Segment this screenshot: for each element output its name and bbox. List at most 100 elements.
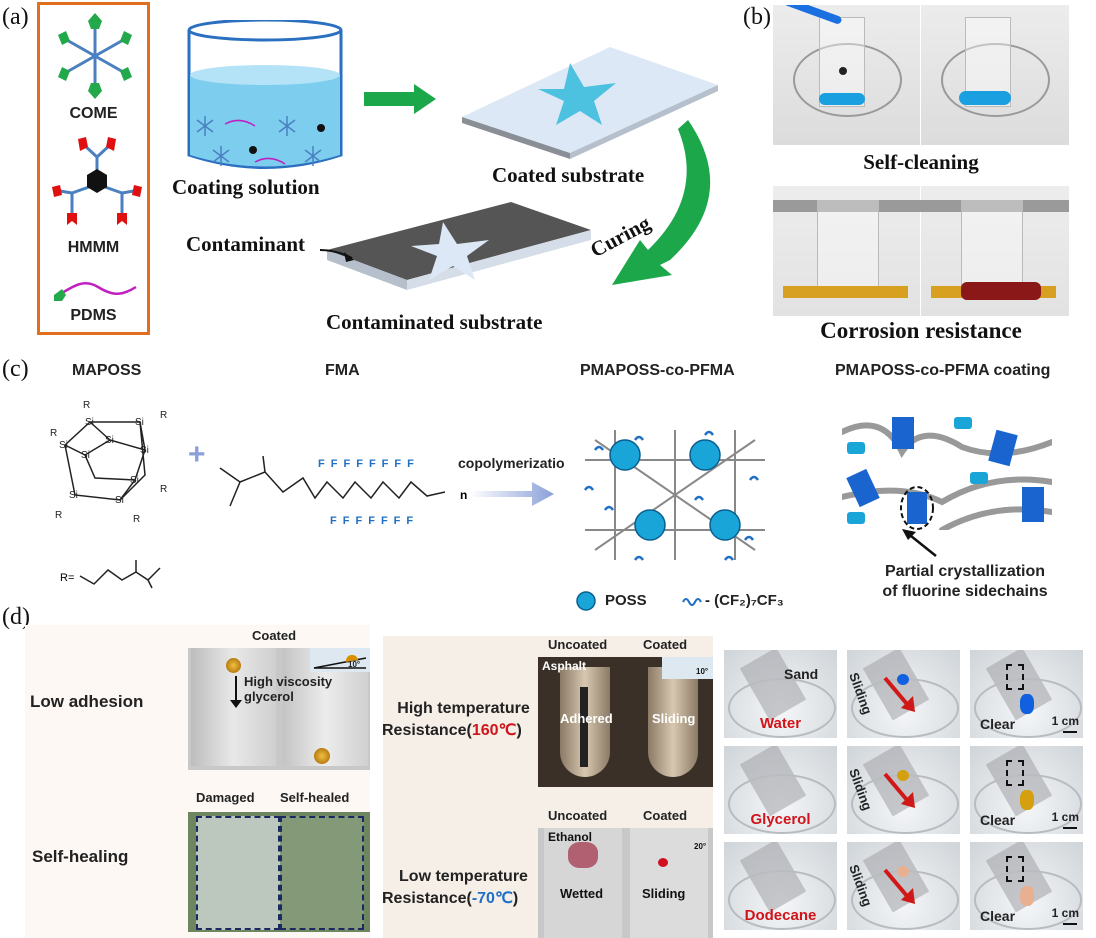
svg-text:Si: Si xyxy=(130,475,139,486)
high-temp-line2: Resistance(160℃) xyxy=(382,722,522,739)
svg-text:R: R xyxy=(55,510,62,521)
low-temp-photo: Ethanol Wetted Sliding 20° xyxy=(538,828,713,938)
grid-cell: Clear 1 cm xyxy=(970,842,1083,930)
cleared-area-box xyxy=(1006,664,1024,690)
high-viscosity-label: High viscosity xyxy=(244,674,333,689)
scale-bar-label: 1 cm xyxy=(1051,906,1079,920)
curing-arrow-icon xyxy=(612,120,711,285)
plus-icon: + xyxy=(188,438,206,471)
corrosion-resistance-photo xyxy=(773,186,1069,316)
fma-structure xyxy=(219,455,446,507)
fma-title: FMA xyxy=(325,362,360,379)
panel-c-label: (c) xyxy=(2,356,29,382)
liquid-drop xyxy=(1020,886,1034,906)
come-label: COME xyxy=(69,105,118,122)
clear-label: Clear xyxy=(980,908,1016,924)
liquid-drop xyxy=(1020,790,1034,810)
poss-legend-label: POSS xyxy=(605,592,647,609)
angle-10-label-high: 10° xyxy=(696,667,709,676)
scale-bar-label: 1 cm xyxy=(1051,810,1079,824)
sliding-arrow-icon xyxy=(883,772,915,808)
uncoated-label-high: Uncoated xyxy=(548,637,608,652)
grid-cell: Sliding xyxy=(847,746,960,834)
coated-substrate-label: Coated substrate xyxy=(492,163,645,187)
asphalt-label: Asphalt xyxy=(542,659,587,673)
coated-label-adhesion: Coated xyxy=(252,628,297,643)
liquid-drop xyxy=(897,770,909,781)
coating-solution-label: Coating solution xyxy=(172,175,320,199)
copolymerization-label: copolymerizatio xyxy=(458,455,565,471)
copolymer-title: PMAPOSS-co-PFMA xyxy=(580,362,735,379)
svg-text:Si: Si xyxy=(69,490,78,501)
fluorine-bottom-row: FFFFFFF xyxy=(330,515,420,527)
svg-text:R: R xyxy=(133,514,140,525)
fluoro-chain-legend-label: - (CF₂)₇CF₃ xyxy=(705,592,784,609)
uncoated-label-low: Uncoated xyxy=(548,808,608,823)
svg-text:R: R xyxy=(83,400,90,411)
coated-label-high: Coated xyxy=(643,637,688,652)
coated-substrate-plate xyxy=(462,47,718,159)
copolymer-network xyxy=(583,430,765,561)
angle-20-label: 20° xyxy=(694,842,707,851)
contaminated-substrate-label: Contaminated substrate xyxy=(326,310,543,334)
sand-label: Sand xyxy=(784,666,819,682)
crystallization-line2: of fluorine sidechains xyxy=(882,583,1048,600)
self-healing-label: Self-healing xyxy=(32,847,129,866)
svg-text:Si: Si xyxy=(115,495,124,506)
scale-bar xyxy=(1063,731,1077,733)
self-healing-photo xyxy=(188,812,370,932)
sliding-label-high: Sliding xyxy=(652,711,696,726)
svg-text:Si: Si xyxy=(135,417,144,428)
fluorine-top-row: FFFFFFFF xyxy=(318,458,420,470)
svg-text:R: R xyxy=(160,484,167,495)
crystallization-arrow-icon xyxy=(902,529,937,557)
scale-bar xyxy=(1063,827,1077,829)
low-adhesion-label: Low adhesion xyxy=(30,692,144,711)
angle-10-label: 10° xyxy=(348,660,361,669)
low-temp-value: -70℃ xyxy=(471,890,513,907)
sliding-label-low: Sliding xyxy=(642,886,686,901)
liquid-drop xyxy=(897,674,909,685)
grid-cell: Sliding xyxy=(847,842,960,930)
svg-text:Si: Si xyxy=(85,417,94,428)
n-subscript: n xyxy=(460,488,468,502)
star-molecule-icon xyxy=(58,13,132,99)
reaction-arrow-icon xyxy=(470,482,554,506)
self-cleaning-label: Self-cleaning xyxy=(863,150,979,174)
maposs-title: MAPOSS xyxy=(72,362,142,379)
pdms-label: PDMS xyxy=(70,307,117,324)
contaminant-label: Contaminant xyxy=(186,232,306,256)
contaminated-substrate-plate xyxy=(327,202,591,290)
coating-title: PMAPOSS-co-PFMA coating xyxy=(835,362,1051,379)
ethanol-label: Ethanol xyxy=(548,830,592,844)
fluoro-chain-legend-icon xyxy=(682,598,702,606)
molecule-legend-box: COME HMMM PDMS xyxy=(37,2,150,335)
grid-cell: Water Sand xyxy=(724,650,837,738)
high-temp-line1: High temperature xyxy=(397,700,530,717)
liquid-label: Glycerol xyxy=(750,811,811,828)
svg-text:Si: Si xyxy=(140,445,149,456)
crystallization-line1: Partial crystallization xyxy=(884,563,1046,580)
clear-label: Clear xyxy=(980,812,1016,828)
scale-bar xyxy=(1063,923,1077,925)
liquid-drop xyxy=(1020,694,1034,714)
low-temp-line1: Low temperature xyxy=(399,868,528,885)
clear-label: Clear xyxy=(980,716,1016,732)
coating-solution-beaker xyxy=(187,20,343,169)
self-cleaning-photo xyxy=(773,5,1069,145)
grid-cell: Glycerol xyxy=(724,746,837,834)
corrosion-resistance-label: Corrosion resistance xyxy=(820,318,1022,343)
wetted-label: Wetted xyxy=(560,886,604,901)
contaminant-arrow-icon xyxy=(319,249,354,262)
r-definition-label: R= xyxy=(60,572,75,584)
chain-molecule-icon xyxy=(54,282,137,301)
svg-text:R: R xyxy=(50,428,57,439)
sliding-arrow-icon xyxy=(883,676,915,712)
low-adhesion-photo: 10° xyxy=(188,648,370,770)
adhered-label: Adhered xyxy=(560,711,613,726)
process-arrow-icon xyxy=(364,84,436,114)
liquid-label: Water xyxy=(759,715,802,732)
poss-legend-icon xyxy=(576,591,596,611)
svg-text:Si: Si xyxy=(81,450,90,461)
